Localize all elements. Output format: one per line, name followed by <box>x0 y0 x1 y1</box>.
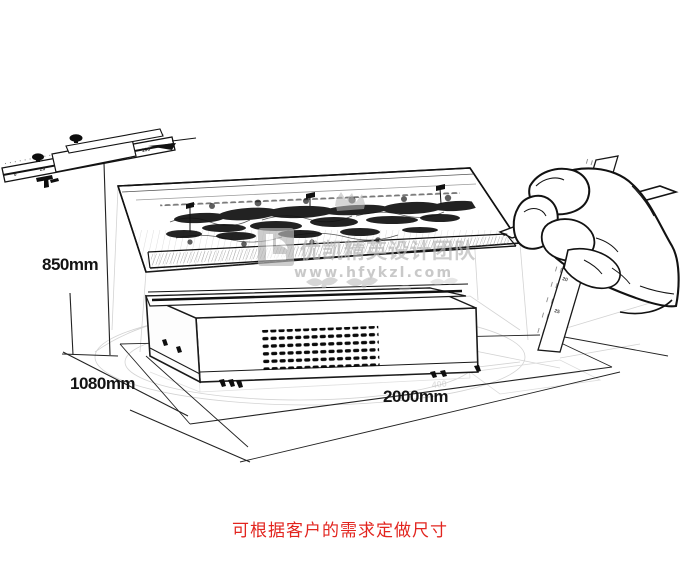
watermark-logo-icon <box>258 228 294 266</box>
height-dim-line-main <box>103 162 111 356</box>
dimension-label-width: 2000mm <box>383 387 449 406</box>
top-glass-rail-inner <box>121 173 475 193</box>
condenser-vent-grille <box>260 325 380 371</box>
hand-wrist-shadow <box>619 299 673 315</box>
customization-caption: 可根据客户的需求定做尺寸 <box>232 521 448 540</box>
right-ground-line <box>547 333 669 357</box>
shelf-edge-upper <box>147 233 507 253</box>
index-knuckle-crease <box>535 177 565 187</box>
depth-tie-line <box>145 355 249 448</box>
watermark: 优凯精英设计团队 www.hfykzl.com <box>258 192 476 291</box>
pencil-lead <box>500 232 508 236</box>
hand-creases <box>583 185 675 295</box>
watermark-ornament-icon <box>306 192 378 289</box>
height-dim-line-short <box>69 292 74 356</box>
shelf-sign-heads <box>186 184 445 209</box>
ground-plane-edge <box>239 371 621 463</box>
svg-text:400: 400 <box>431 378 447 390</box>
caliper-pointer-arrow <box>148 143 176 150</box>
height-extension-bottom <box>61 353 119 357</box>
dimension-label-depth: 1080mm <box>70 374 136 393</box>
watermark-url-text: www.hfykzl.com <box>294 265 453 281</box>
caliper-blade-arm <box>65 128 164 154</box>
top-glass-rail <box>117 167 471 187</box>
cabinet-feet <box>162 339 481 388</box>
interior-light-tube <box>135 183 477 201</box>
svg-text:25: 25 <box>553 308 560 315</box>
svg-text:100: 100 <box>141 147 151 154</box>
hand-ring-finger <box>563 248 621 290</box>
dimension-label-height: 850mm <box>42 255 99 274</box>
width-dim-line-lower <box>189 366 613 425</box>
svg-text:20: 20 <box>39 166 46 173</box>
vernier-caliper: 0 20 40 60 80 100 <box>1 128 197 188</box>
caliper-jaw <box>36 175 59 188</box>
depth-dim-line-a <box>62 351 189 417</box>
width-dim-left-cap <box>119 343 191 425</box>
shelf-band-hatch <box>150 236 512 265</box>
thumb-nail <box>523 208 547 217</box>
caliper-depth-rod <box>171 137 197 142</box>
left-glass-post <box>117 185 147 273</box>
watermark-brand-text: 优凯精英设计团队 <box>300 239 476 263</box>
front-rail-edge <box>147 283 469 293</box>
front-rail-shadow-line <box>151 289 463 302</box>
cabinet-kick-strip-left <box>149 347 201 375</box>
pencil-end <box>659 185 677 193</box>
svg-text:0: 0 <box>13 172 17 178</box>
depth-dim-line-b <box>129 409 251 463</box>
svg-text:20: 20 <box>561 276 568 283</box>
hand-holding-pencil <box>512 167 680 308</box>
shelf-edge-lower <box>149 245 517 269</box>
caliper-thumbscrews <box>32 134 83 162</box>
